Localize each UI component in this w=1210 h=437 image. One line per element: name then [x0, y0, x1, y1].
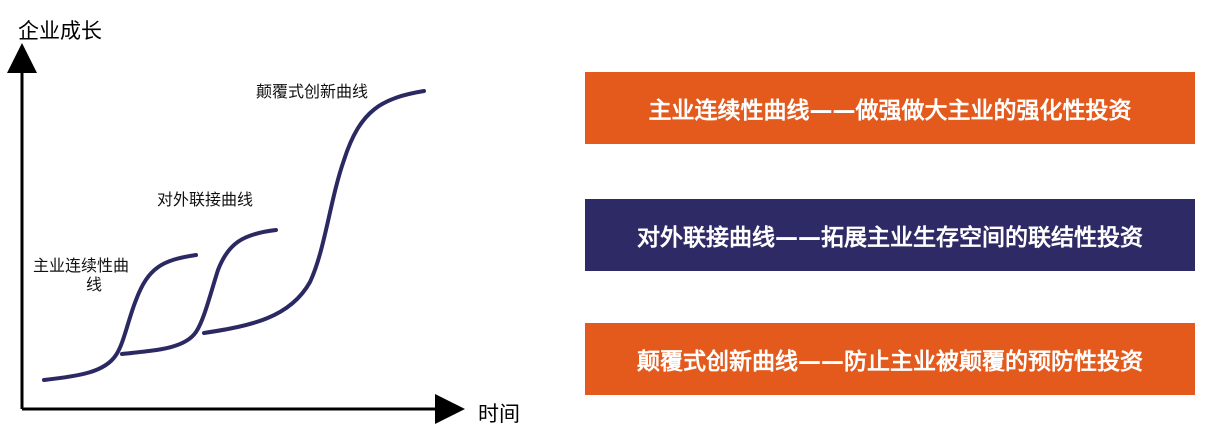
banner-disruptive-innovation: 颠覆式创新曲线——防止主业被颠覆的预防性投资 — [585, 323, 1195, 395]
curve1-label-line1: 主业连续性曲 — [33, 256, 129, 275]
x-axis-label: 时间 — [478, 402, 520, 426]
banner-external-link-text: 对外联接曲线——拓展主业生存空间的联结性投资 — [637, 225, 1143, 251]
banner-disruptive-innovation-text: 颠覆式创新曲线——防止主业被颠覆的预防性投资 — [637, 349, 1143, 375]
banner-external-link: 对外联接曲线——拓展主业生存空间的联结性投资 — [585, 199, 1195, 271]
curve-disruptive-innovation — [202, 89, 426, 335]
banner-core-business: 主业连续性曲线——做强做大主业的强化性投资 — [585, 72, 1195, 144]
banner-core-business-text: 主业连续性曲线——做强做大主业的强化性投资 — [648, 98, 1132, 124]
curve3-label: 颠覆式创新曲线 — [256, 82, 368, 101]
growth-curves-diagram: 企业成长 时间 主业连续性曲 线 对外联接曲线 颠覆式创新曲线 — [6, 19, 520, 426]
curve-core-business — [42, 253, 198, 382]
curve-external-link — [120, 228, 278, 356]
curve2-label: 对外联接曲线 — [157, 190, 253, 209]
y-axis-label: 企业成长 — [18, 19, 102, 43]
curve1-label-line2: 线 — [86, 275, 102, 294]
